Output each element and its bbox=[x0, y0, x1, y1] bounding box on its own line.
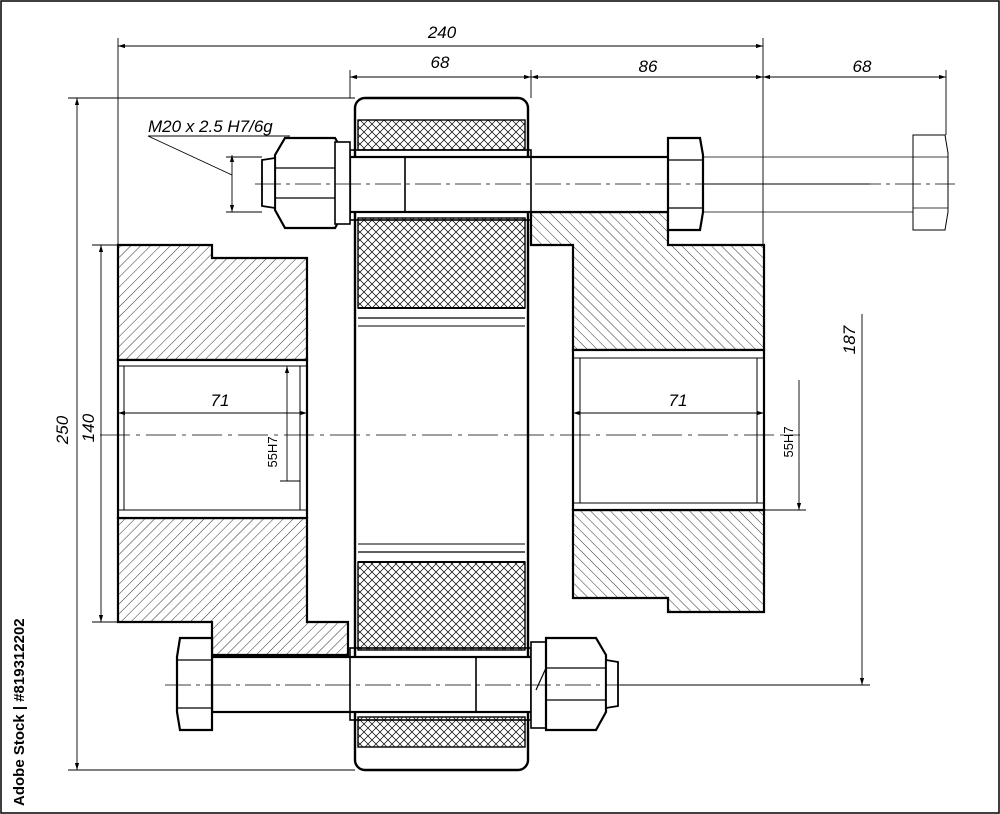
dim-left-bore-depth: 71 bbox=[211, 391, 230, 410]
dim-hub-width: 68 bbox=[431, 53, 450, 72]
bottom-bolt bbox=[165, 636, 630, 732]
dimension-lines bbox=[68, 38, 947, 771]
right-hub bbox=[529, 210, 766, 614]
watermark-text: Adobe Stock | #819312202 bbox=[11, 618, 28, 806]
top-bolt bbox=[255, 134, 955, 232]
dim-right-segment: 86 bbox=[639, 57, 658, 76]
dim-overall-width: 240 bbox=[427, 23, 457, 42]
dim-right-bore-depth: 71 bbox=[669, 391, 688, 410]
elastic-disc bbox=[353, 96, 530, 772]
dim-bolt-circle-height: 187 bbox=[840, 325, 859, 354]
dim-left-bore-fit: 55H7 bbox=[265, 436, 280, 467]
thread-callout: M20 x 2.5 H7/6g bbox=[148, 117, 273, 136]
dim-bore-height: 140 bbox=[79, 413, 98, 442]
watermark-strip bbox=[6, 586, 32, 810]
dim-right-bore-fit: 55H7 bbox=[781, 426, 796, 457]
dim-overall-height: 250 bbox=[53, 415, 72, 445]
dim-bolt-extension: 68 bbox=[853, 57, 872, 76]
left-hub bbox=[116, 243, 350, 657]
